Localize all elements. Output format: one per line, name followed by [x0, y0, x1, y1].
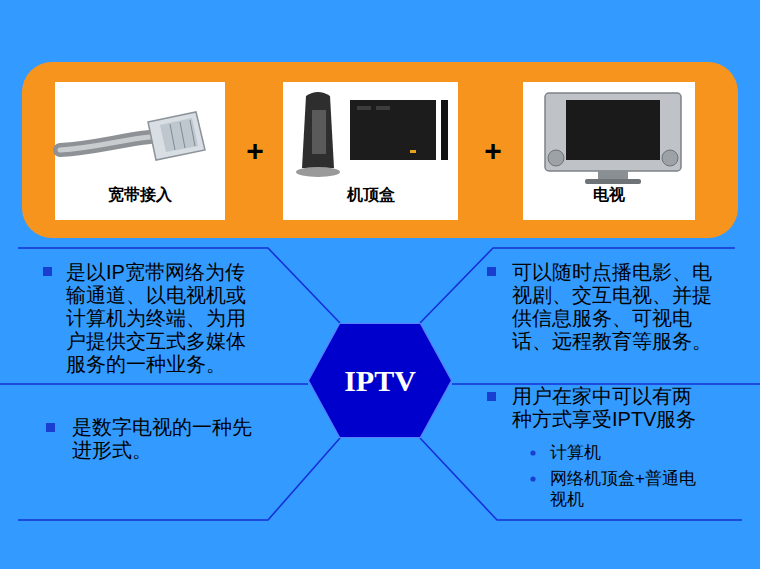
branch-line: [0, 383, 308, 385]
hexagon-shape: [309, 324, 452, 438]
bullet-dot: [530, 476, 535, 481]
bullet-text: 可以随时点播电影、电视剧、交互电视、并提供信息服务、可视电话、远程教育等服务。: [512, 261, 724, 353]
center-title: IPTV: [344, 364, 416, 398]
branch-line: [452, 383, 760, 385]
bullet-square: [46, 423, 55, 432]
branch-line: [420, 438, 742, 520]
plus-sign: +: [235, 136, 275, 166]
box-caption: 宽带接入: [108, 185, 172, 206]
bullet-square: [487, 267, 496, 276]
bullet-square: [43, 267, 52, 276]
image-box: 机顶盒: [283, 82, 458, 220]
television-picture: [545, 93, 681, 184]
orange-panel: [22, 62, 738, 238]
plus-sign: +: [473, 136, 513, 166]
image-box: 电视: [523, 82, 695, 220]
hexagon-node: IPTV: [308, 323, 452, 438]
bullet-text: 用户在家中可以有两种方式享受IPTV服务: [512, 385, 710, 431]
sub-bullet-text: 网络机顶盒+普通电视机: [550, 468, 710, 510]
box-caption: 机顶盒: [347, 185, 395, 206]
set-top-box-picture: [296, 92, 448, 177]
ethernet-cable-picture: [60, 112, 205, 160]
bullet-text: 是以IP宽带网络为传输通道、以电视机或计算机为终端、为用户提供交互式多媒体服务的…: [66, 261, 261, 376]
bullet-square: [487, 392, 496, 401]
bullet-text: 是数字电视的一种先进形式。: [72, 416, 267, 462]
box-caption: 电视: [593, 185, 625, 206]
image-box: 宽带接入: [55, 82, 225, 220]
sub-bullet-text: 计算机: [550, 442, 710, 463]
branch-line: [18, 438, 340, 520]
mind-map-lines: [0, 248, 760, 520]
bullet-dot: [530, 450, 535, 455]
